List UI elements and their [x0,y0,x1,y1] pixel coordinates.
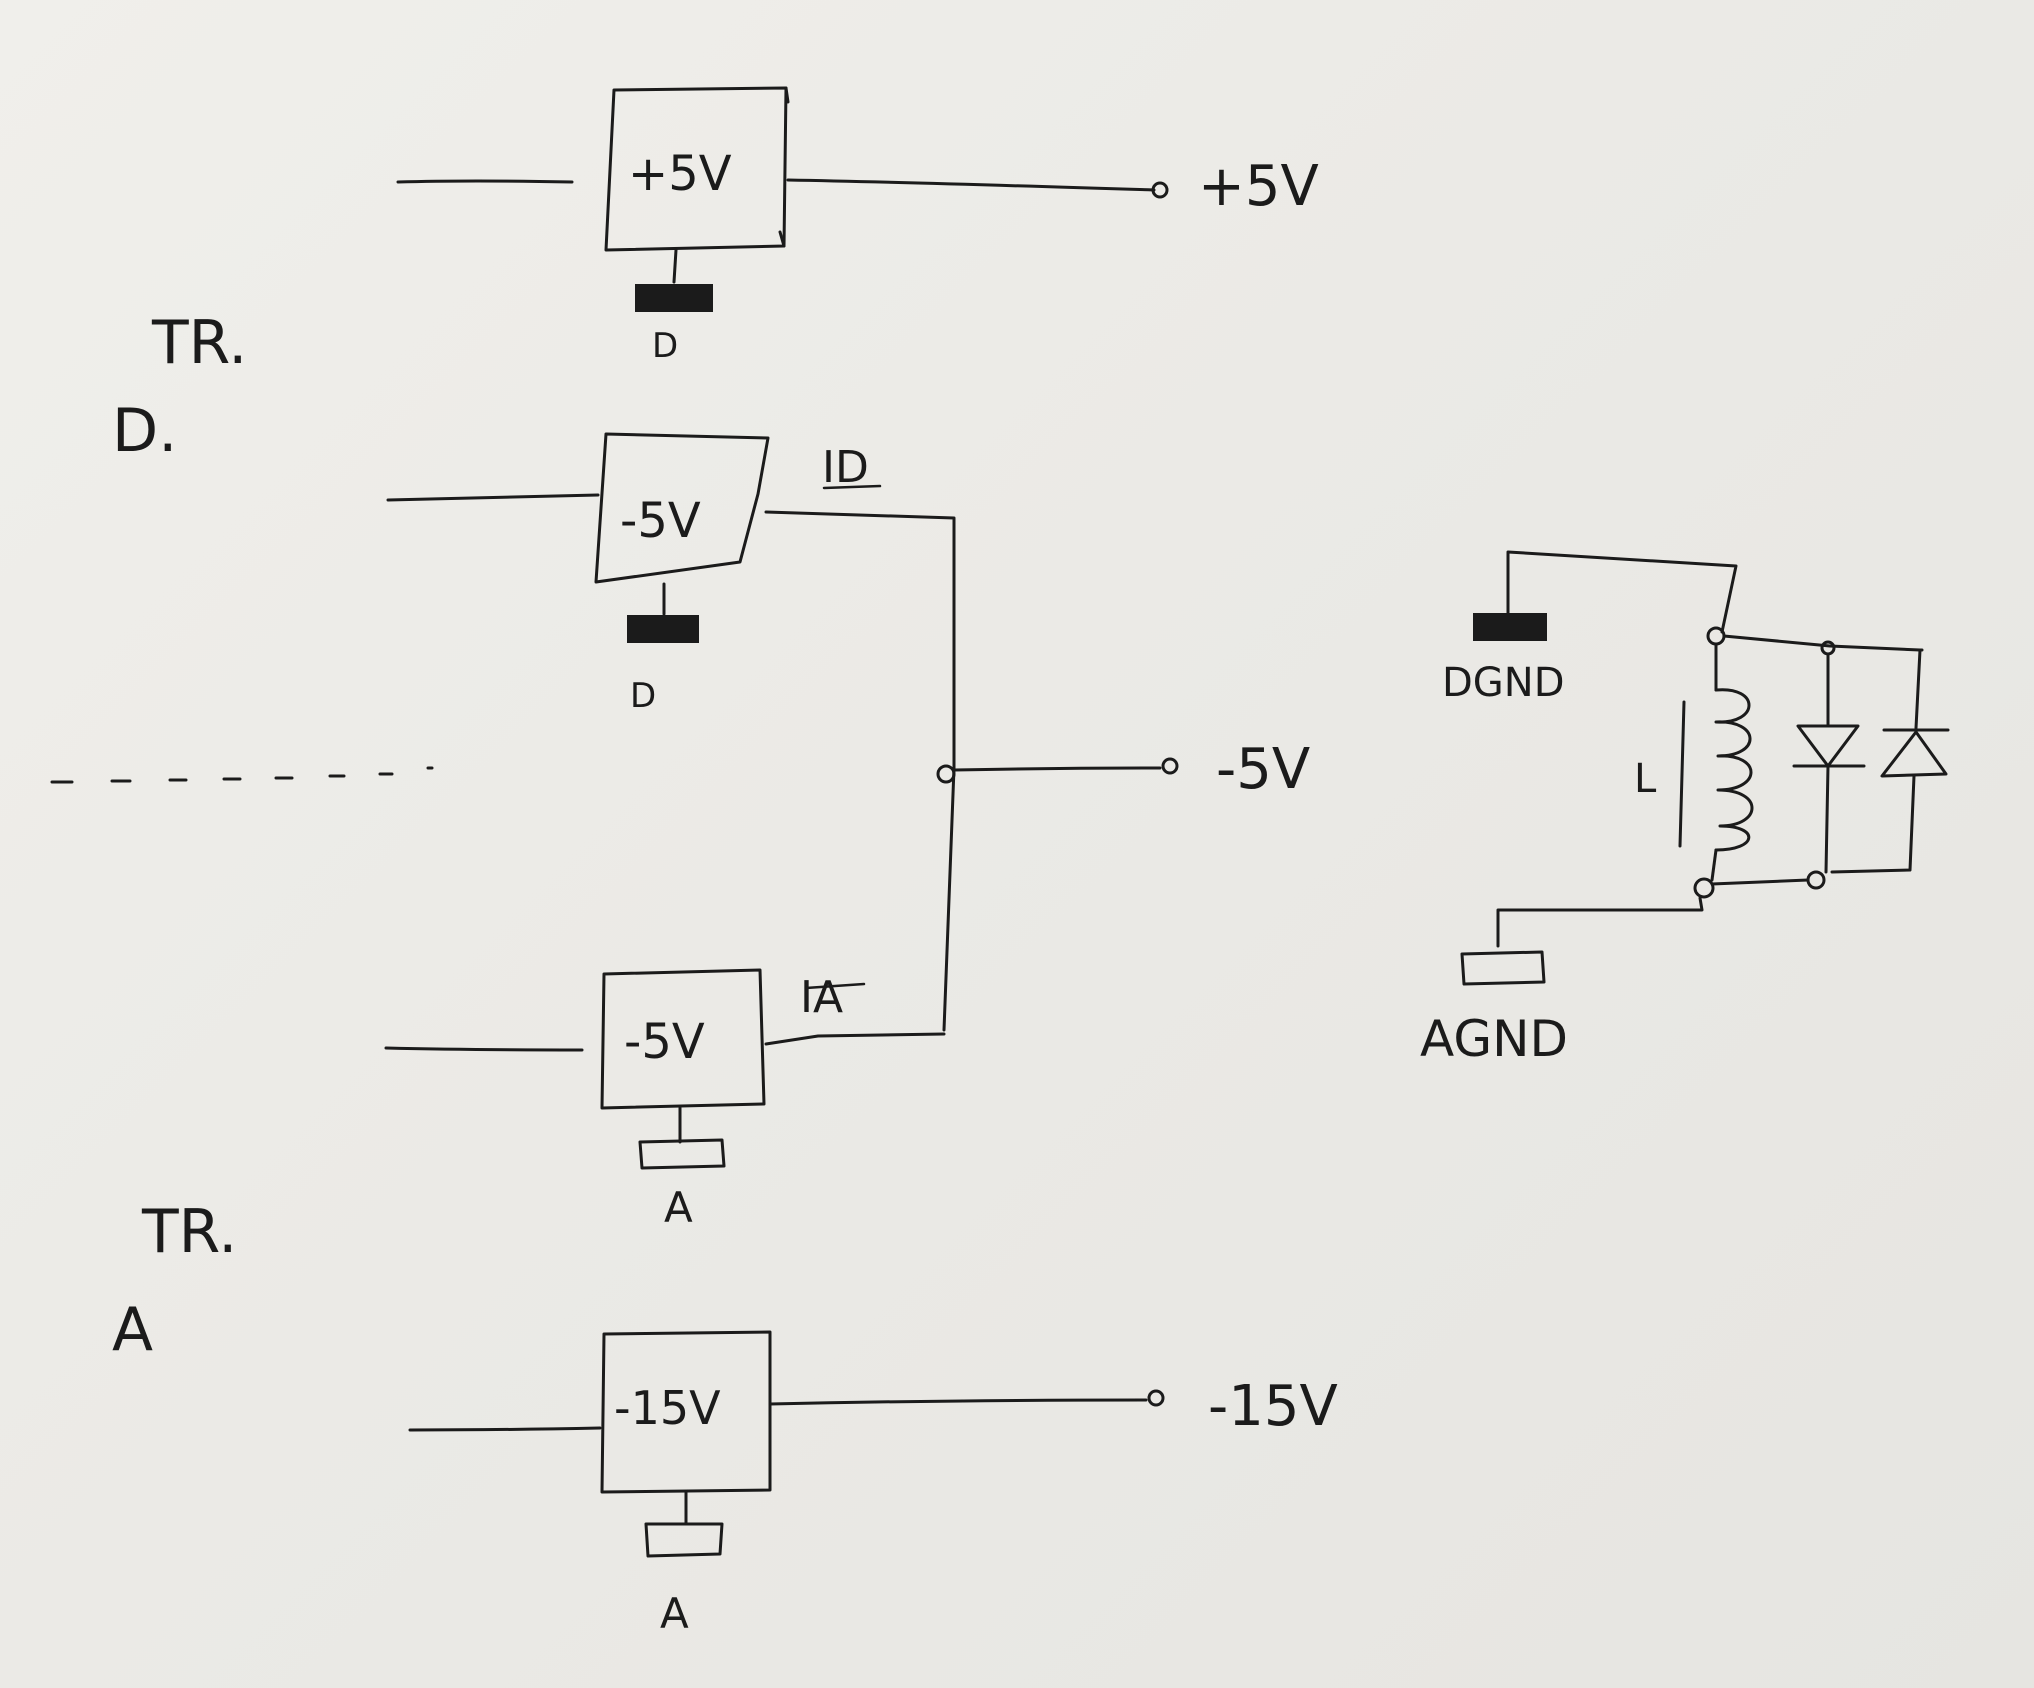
input-line-minus5-digital [386,493,600,502]
regulator-box-minus15 [600,1330,772,1494]
regulator-minus5-analog: -5V IA A [384,968,946,1232]
node-top [1706,626,1726,646]
svg-text:TR.: TR. [141,1197,237,1267]
inductor-coil [1714,688,1754,852]
agnd-label: AGND [1420,1010,1568,1068]
diode-up [1880,730,1948,778]
svg-text:TR.: TR. [151,308,247,378]
regulator-box-minus5-analog [600,968,766,1110]
output-line-minus15 [768,1398,1148,1406]
output-line-minus5-analog [764,1032,946,1046]
input-line-plus5 [396,179,574,184]
dgnd-ground-symbol [1473,613,1547,641]
ground-label-minus5-analog: A [664,1183,693,1232]
svg-text:A: A [112,1295,153,1365]
output-label-plus5: +5V [1198,154,1319,219]
ground-symbol-minus15 [644,1522,724,1558]
ground-symbol-minus5-digital [627,615,699,643]
ground-link-network: DGND L AGND [1420,550,1950,1068]
regulator-label-minus5-digital: -5V [620,493,701,549]
ground-label-minus15: A [660,1589,689,1638]
terminal-minus5 [1161,757,1179,775]
terminal-minus15 [1147,1389,1165,1407]
dgnd-wire [1506,550,1738,634]
node-bottom [1693,877,1715,899]
dgnd-label: DGND [1442,660,1565,706]
transformer-analog-label: TR. A [112,1197,237,1365]
regulator-box-minus5-digital [594,432,770,584]
output-line-minus5 [952,766,1162,772]
transformer-digital-label: TR. D. [112,308,247,466]
output-line-minus5-digital [764,510,956,770]
current-label-analog: IA [800,972,843,1023]
minus5-output: -5V [936,737,1310,1032]
output-line-plus5 [786,178,1156,192]
regulator-plus5: +5V +5V D [396,86,1319,366]
input-line-minus15 [408,1426,602,1432]
regulator-label-minus5-analog: -5V [624,1014,705,1070]
regulator-minus5-digital: -5V ID D [386,432,956,770]
ground-symbol-minus5-analog [638,1138,726,1170]
regulator-label-minus15: -15V [614,1381,721,1435]
separator-dots [50,766,434,784]
output-label-minus15: -15V [1208,1374,1338,1439]
ground-label-minus5-digital: D [630,676,656,716]
agnd-wire [1496,896,1704,948]
terminal-plus5 [1151,181,1169,199]
input-line-minus5-analog [384,1046,584,1052]
ground-label-plus5: D [652,326,678,366]
agnd-ground-symbol [1460,950,1546,986]
regulator-minus15: -15V -15V A [408,1330,1338,1638]
inductor-label: L [1634,756,1657,802]
junction-minus5 [936,764,956,784]
diode-down [1796,724,1860,768]
svg-text:D.: D. [112,396,177,466]
regulator-label-plus5: +5V [628,146,732,202]
output-label-minus5: -5V [1216,737,1310,802]
ground-symbol-plus5 [635,284,713,312]
current-label-digital: ID [822,442,869,493]
